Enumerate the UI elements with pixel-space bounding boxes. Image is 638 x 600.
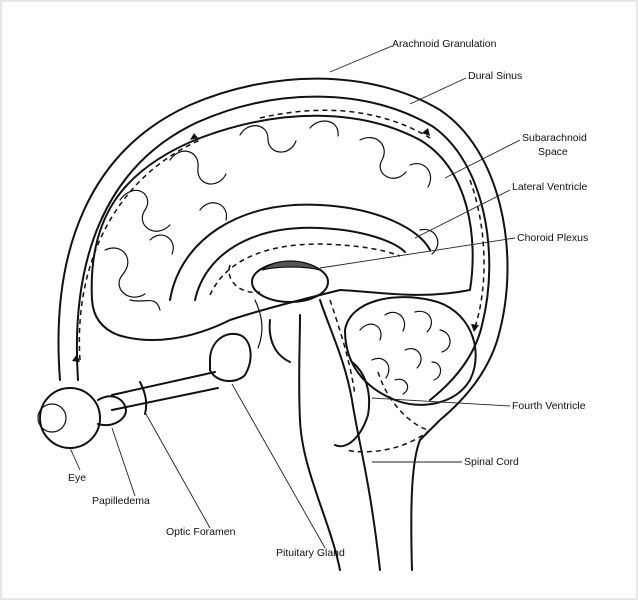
label-pituitary-gland: Pituitary Gland	[276, 547, 345, 559]
brain-cortex-outline	[90, 114, 474, 341]
corpus-callosum	[169, 203, 431, 301]
eye-cornea	[37, 403, 67, 433]
cerebellum-outline	[344, 296, 477, 406]
label-dural-sinus: Dural Sinus	[468, 70, 522, 82]
label-subarachnoid-line2: Space	[538, 146, 568, 158]
lateral-ventricle-outline	[194, 226, 406, 301]
optic-nerve	[111, 371, 219, 411]
leader-dural-sinus	[409, 77, 467, 105]
interventricular-dashed	[228, 264, 261, 294]
csf-flow-arrows	[78, 109, 485, 361]
leader-choroid-plexus	[319, 237, 516, 269]
optic-foramen	[139, 381, 148, 415]
leader-fourth-ventricle	[371, 397, 511, 407]
lateral-ventricle-dashed	[209, 243, 401, 296]
label-subarachnoid-line1: Subarachnoid	[522, 132, 587, 144]
papilledema-bulge	[97, 395, 127, 426]
leader-subarachnoid	[444, 139, 521, 179]
label-arachnoid-granulation: Arachnoid Granulation	[392, 38, 497, 50]
brainstem	[319, 299, 381, 571]
label-eye: Eye	[68, 472, 86, 484]
leader-optic-foramen	[145, 413, 211, 529]
sella-outline	[254, 299, 263, 349]
leader-arachnoid-granulation	[329, 45, 393, 73]
cisterna-magna-dashed	[344, 371, 433, 453]
cerebellum-folia	[359, 310, 451, 395]
choroid-plexus	[261, 260, 321, 271]
leader-lateral-ventricle	[414, 189, 511, 239]
leader-papilledema	[111, 427, 136, 497]
label-lateral-ventricle: Lateral Ventricle	[512, 181, 587, 193]
brainstem-inner	[298, 314, 341, 571]
eye-globe	[39, 387, 101, 449]
leader-lines	[69, 45, 521, 549]
label-spinal-cord: Spinal Cord	[464, 456, 519, 468]
brain-gyri	[104, 120, 439, 311]
aqueduct-dashed	[329, 299, 356, 396]
label-choroid-plexus: Choroid Plexus	[517, 232, 588, 244]
label-papilledema: Papilledema	[92, 495, 150, 507]
label-fourth-ventricle: Fourth Ventricle	[512, 400, 586, 412]
dural-sinus-band	[75, 95, 491, 401]
leader-eye	[69, 447, 81, 471]
leader-pituitary-gland	[231, 383, 326, 549]
pituitary-gland	[209, 332, 252, 382]
pituitary-stalk	[268, 319, 291, 363]
label-optic-foramen: Optic Foramen	[166, 526, 236, 538]
fourth-ventricle	[334, 361, 371, 448]
